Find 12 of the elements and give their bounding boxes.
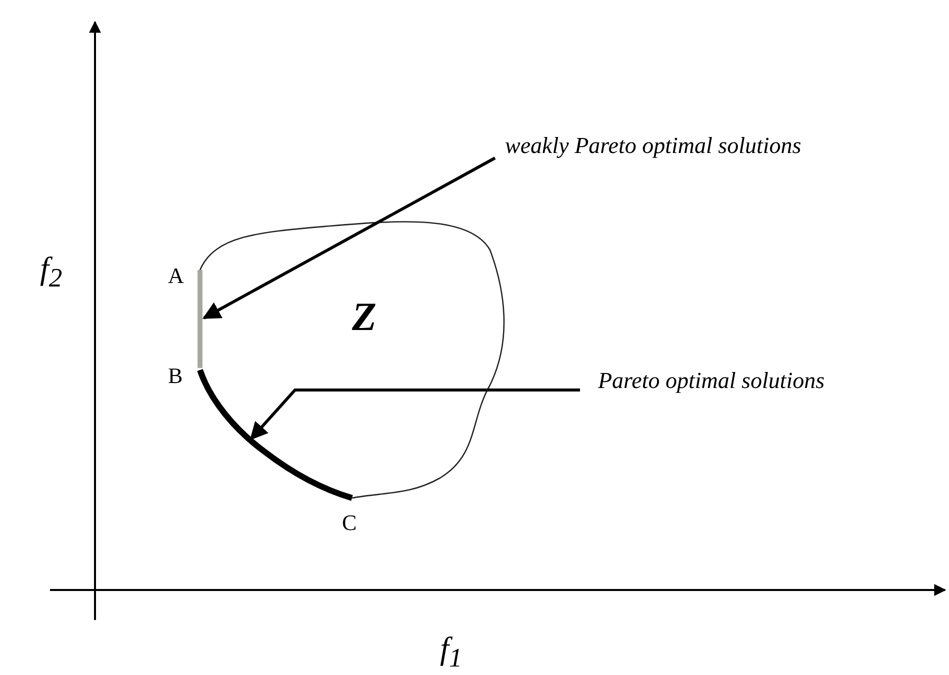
region-outline	[199, 221, 505, 499]
point-label: A	[168, 265, 184, 287]
point-label: B	[168, 365, 183, 387]
leader-arrow	[250, 388, 580, 440]
callout-text: Pareto optimal solutions	[598, 368, 825, 394]
x-axis-label: f$_{1}$	[440, 632, 462, 672]
region-label: Z	[352, 294, 376, 339]
point-label: C	[342, 512, 357, 534]
weak-pareto-segment	[198, 270, 202, 368]
leader-arrow	[202, 156, 496, 320]
callout-text: weakly Pareto optimal solutions	[505, 133, 802, 158]
y-axis-label: f$_{2}$	[40, 252, 62, 292]
